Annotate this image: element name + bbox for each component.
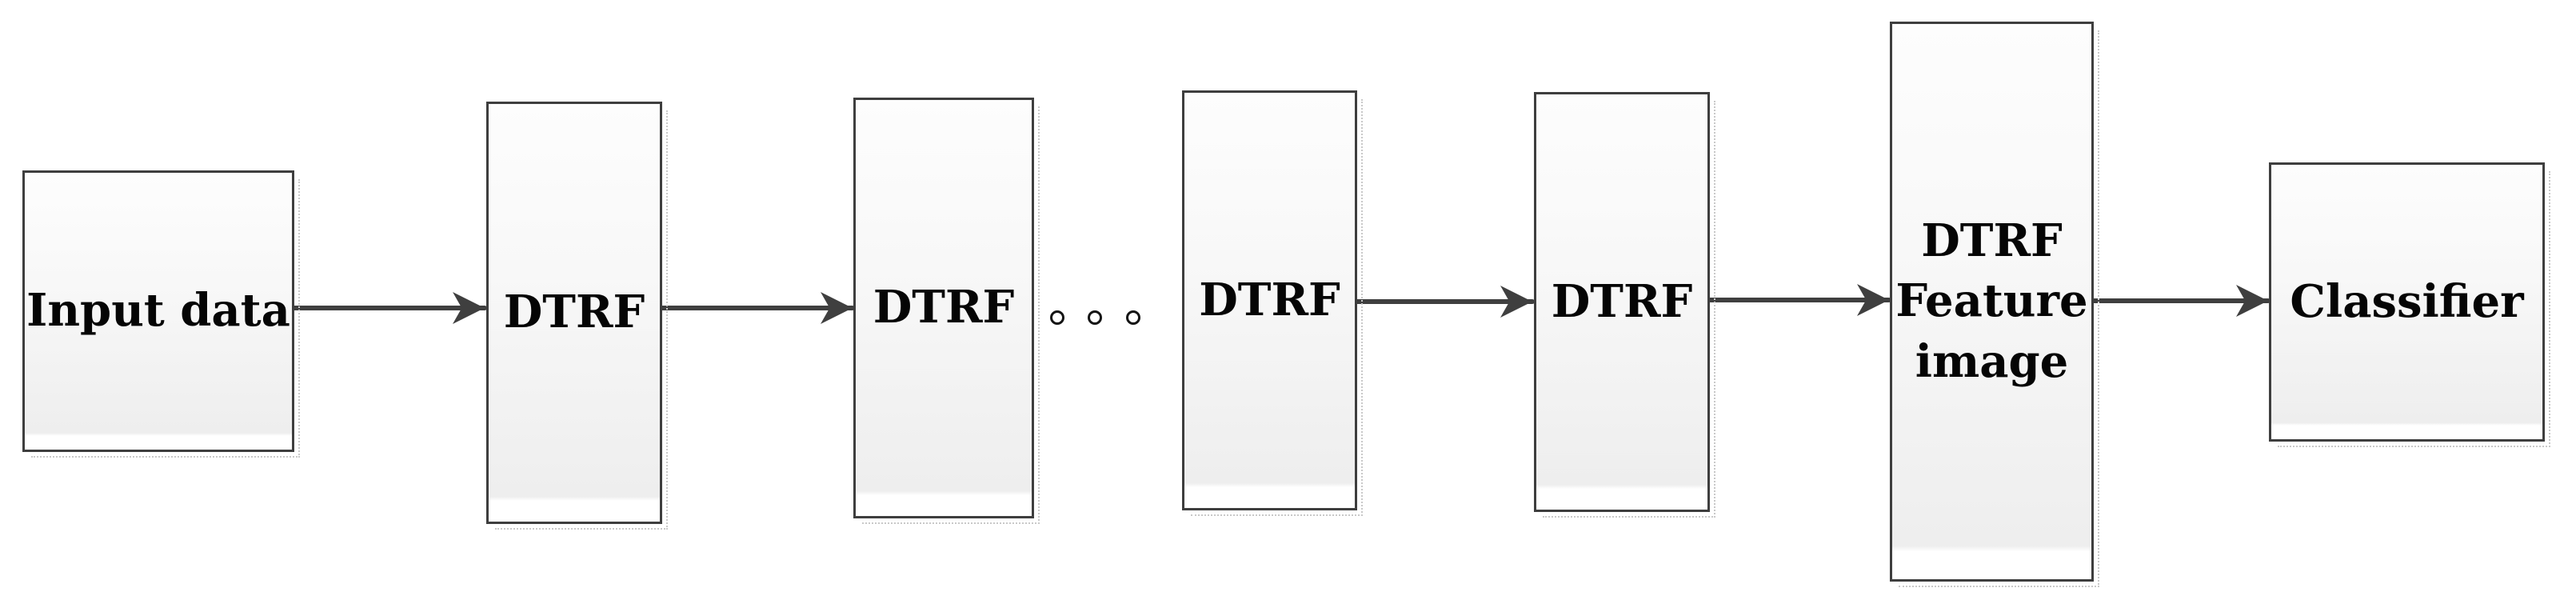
flow-box-label-multiline: DTRF Feature image [1895,211,2087,393]
flow-box-label: Input data [26,284,290,338]
flow-box-label: Classifier [2290,274,2524,328]
flow-box-dtrf-1: DTRF [486,102,668,530]
flow-box-dtrf-4: DTRF [1534,92,1715,518]
flow-box-dtrf-feature-image: DTRF Feature image [1890,22,2099,587]
flow-box-label-line: image [1915,334,2069,388]
flow-box-label-line: DTRF [1921,214,2063,267]
flow-box-classifier: Classifier [2269,162,2550,447]
flow-box-dtrf-2: DTRF [853,98,1040,524]
ellipsis-dot [1088,310,1102,325]
flow-box-label: DTRF [1551,274,1693,328]
flow-box-dtrf-3: DTRF [1182,90,1363,516]
ellipsis-dot [1126,310,1140,325]
flow-box-label: DTRF [1199,273,1340,326]
flow-box-label: DTRF [873,281,1015,334]
flow-box-label: DTRF [503,286,645,339]
ellipsis-dot [1050,310,1064,325]
flow-box-input-data: Input data [22,170,300,458]
flow-box-label-line: Feature [1895,274,2088,328]
